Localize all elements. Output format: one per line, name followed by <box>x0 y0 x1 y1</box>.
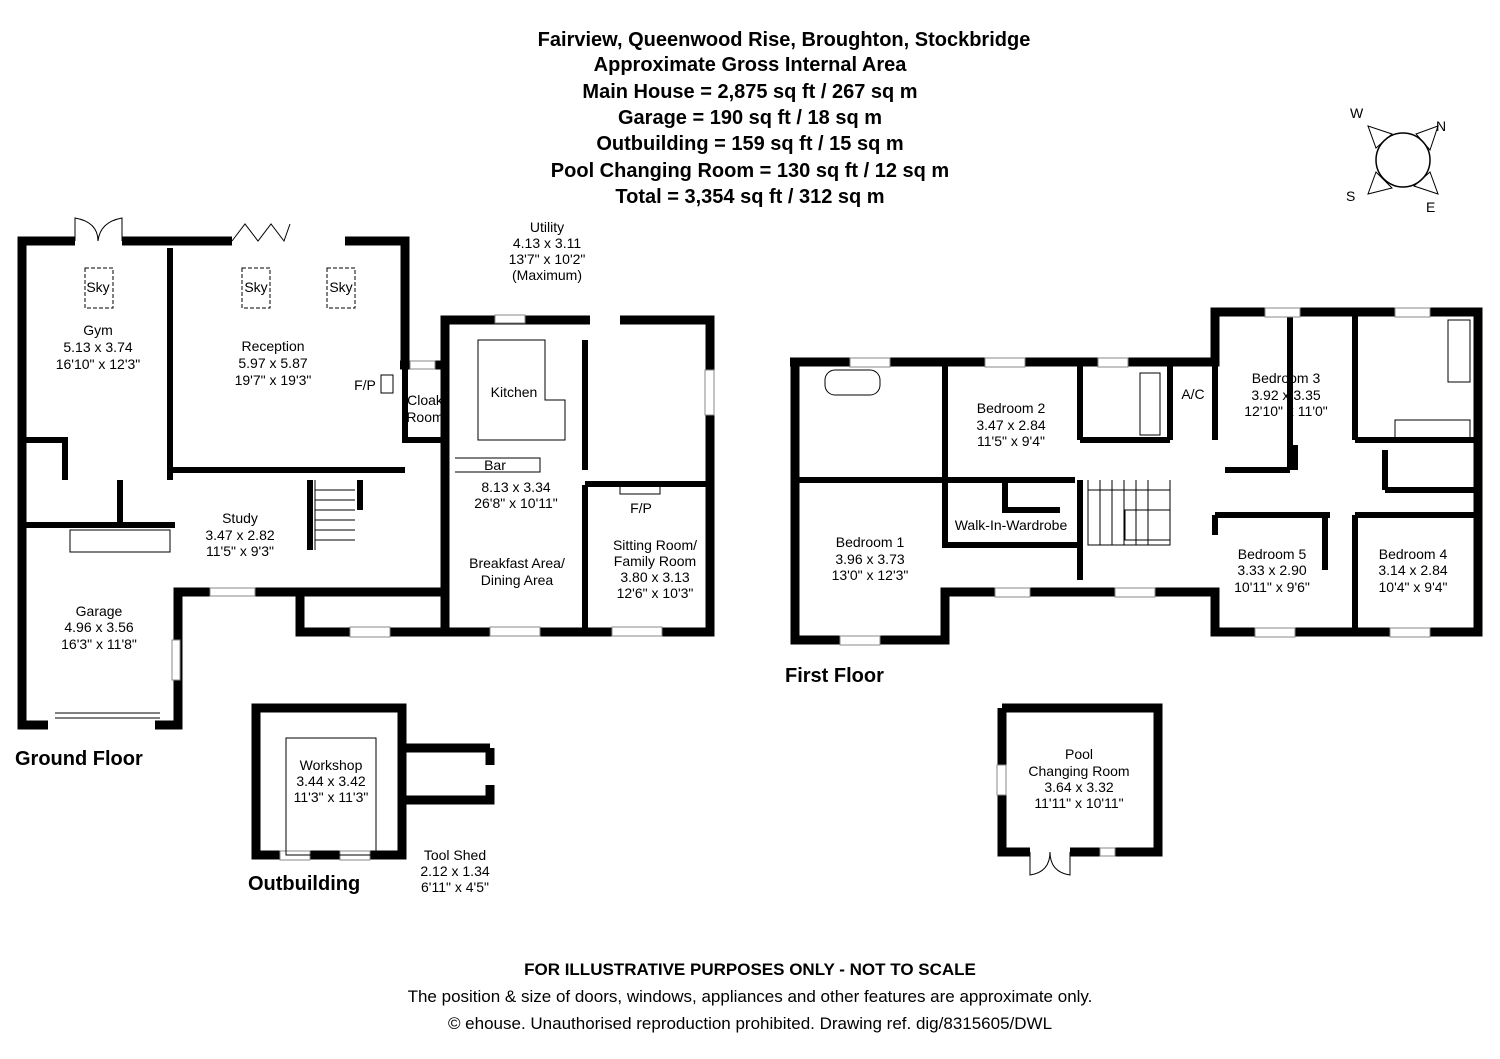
svg-text:3.92 x 3.35: 3.92 x 3.35 <box>1251 387 1320 403</box>
svg-text:16'3" x 11'8": 16'3" x 11'8" <box>61 636 137 652</box>
svg-text:3.47 x 2.82: 3.47 x 2.82 <box>205 527 274 543</box>
svg-text:4.96 x 3.56: 4.96 x 3.56 <box>64 619 133 635</box>
svg-text:16'10" x 12'3": 16'10" x 12'3" <box>56 356 141 372</box>
svg-text:Cloak: Cloak <box>407 392 444 408</box>
svg-text:N: N <box>1436 118 1446 134</box>
svg-text:(Maximum): (Maximum) <box>512 267 582 283</box>
svg-text:12'6" x 10'3": 12'6" x 10'3" <box>617 585 694 601</box>
address-title: Fairview, Queenwood Rise, Broughton, Sto… <box>538 29 1031 51</box>
svg-text:Bedroom 2: Bedroom 2 <box>977 400 1046 416</box>
svg-text:8.13 x 3.34: 8.13 x 3.34 <box>481 479 550 495</box>
svg-text:Bedroom 5: Bedroom 5 <box>1238 546 1307 562</box>
svg-text:3.44 x 3.42: 3.44 x 3.42 <box>296 773 365 789</box>
disclaimer: FOR ILLUSTRATIVE PURPOSES ONLY - NOT TO … <box>524 960 976 979</box>
svg-text:12'10" x 11'0": 12'10" x 11'0" <box>1244 403 1328 419</box>
svg-text:3.14 x 2.84: 3.14 x 2.84 <box>1378 562 1447 578</box>
compass-icon: W N S E <box>1346 105 1446 215</box>
svg-text:6'11" x 4'5": 6'11" x 4'5" <box>421 879 489 895</box>
sky-label: Sky <box>244 279 267 295</box>
svg-text:Tool Shed: Tool Shed <box>424 847 486 863</box>
first-room-labels: Bedroom 2 3.47 x 2.84 11'5" x 9'4" A/C B… <box>785 370 1448 687</box>
area-pool-room: Pool Changing Room = 130 sq ft / 12 sq m <box>551 160 949 182</box>
svg-text:Walk-In-Wardrobe: Walk-In-Wardrobe <box>955 517 1068 533</box>
approximation-note: The position & size of doors, windows, a… <box>408 987 1093 1006</box>
svg-text:5.97 x 5.87: 5.97 x 5.87 <box>238 355 307 371</box>
svg-text:10'4" x 9'4": 10'4" x 9'4" <box>1379 579 1448 595</box>
footer: FOR ILLUSTRATIVE PURPOSES ONLY - NOT TO … <box>408 960 1093 1033</box>
area-garage: Garage = 190 sq ft / 18 sq m <box>618 107 882 129</box>
outbuilding-plan: Workshop 3.44 x 3.42 11'3" x 11'3" Tool … <box>248 703 495 895</box>
svg-text:10'11" x 9'6": 10'11" x 9'6" <box>1234 579 1310 595</box>
svg-text:F/P: F/P <box>354 377 376 393</box>
svg-text:Bedroom 1: Bedroom 1 <box>836 534 905 550</box>
svg-text:A/C: A/C <box>1181 386 1204 402</box>
svg-text:Family Room: Family Room <box>614 553 696 569</box>
svg-text:Pool: Pool <box>1065 746 1093 762</box>
svg-text:3.64 x 3.32: 3.64 x 3.32 <box>1044 779 1113 795</box>
outbuilding-label: Outbuilding <box>248 873 360 895</box>
pool-changing-room-plan: Pool Changing Room 3.64 x 3.32 11'11" x … <box>996 703 1163 876</box>
sky-label: Sky <box>86 279 109 295</box>
svg-text:Changing Room: Changing Room <box>1028 763 1129 779</box>
area-main-house: Main House = 2,875 sq ft / 267 sq m <box>582 81 917 103</box>
svg-text:Dining Area: Dining Area <box>481 572 554 588</box>
svg-text:11'11" x 10'11": 11'11" x 10'11" <box>1034 795 1123 811</box>
header: Fairview, Queenwood Rise, Broughton, Sto… <box>538 29 1031 208</box>
svg-text:26'8" x 10'11": 26'8" x 10'11" <box>474 495 558 511</box>
ground-room-labels: Sky Sky Sky Gym 5.13 x 3.74 16'10" x 12'… <box>15 219 697 770</box>
svg-text:Bedroom 4: Bedroom 4 <box>1379 546 1448 562</box>
svg-text:4.13 x 3.11: 4.13 x 3.11 <box>513 235 581 251</box>
svg-text:Sitting Room/: Sitting Room/ <box>613 537 697 553</box>
svg-text:Utility: Utility <box>530 219 564 235</box>
svg-text:11'5" x 9'3": 11'5" x 9'3" <box>206 543 274 559</box>
ground-floor-plan <box>17 217 715 730</box>
svg-text:Bedroom 3: Bedroom 3 <box>1252 370 1321 386</box>
svg-text:S: S <box>1346 188 1355 204</box>
svg-text:11'3" x 11'3": 11'3" x 11'3" <box>294 789 369 805</box>
svg-text:Reception: Reception <box>241 338 304 354</box>
first-floor-label: First Floor <box>785 665 884 687</box>
svg-text:Workshop: Workshop <box>300 757 363 773</box>
svg-text:Room: Room <box>406 409 443 425</box>
area-outbuilding: Outbuilding = 159 sq ft / 15 sq m <box>596 133 903 155</box>
svg-text:13'0" x 12'3": 13'0" x 12'3" <box>832 567 909 583</box>
svg-text:3.47 x 2.84: 3.47 x 2.84 <box>976 417 1045 433</box>
svg-text:5.13 x 3.74: 5.13 x 3.74 <box>63 339 132 355</box>
svg-text:3.96 x 3.73: 3.96 x 3.73 <box>835 551 904 567</box>
svg-text:Breakfast Area/: Breakfast Area/ <box>469 555 565 571</box>
svg-text:F/P: F/P <box>630 500 652 516</box>
svg-text:Bar: Bar <box>484 457 506 473</box>
svg-text:19'7" x 19'3": 19'7" x 19'3" <box>235 372 312 388</box>
svg-text:E: E <box>1426 199 1435 215</box>
area-total: Total = 3,354 sq ft / 312 sq m <box>615 186 884 208</box>
svg-text:Garage: Garage <box>76 603 123 619</box>
svg-text:Kitchen: Kitchen <box>491 384 538 400</box>
copyright-note: © ehouse. Unauthorised reproduction proh… <box>448 1014 1052 1033</box>
svg-text:11'5" x 9'4": 11'5" x 9'4" <box>977 433 1045 449</box>
svg-text:Gym: Gym <box>83 322 113 338</box>
svg-text:Study: Study <box>222 510 258 526</box>
svg-text:3.33 x 2.90: 3.33 x 2.90 <box>1237 562 1306 578</box>
first-floor-plan <box>790 307 1483 646</box>
svg-text:13'7" x 10'2": 13'7" x 10'2" <box>509 251 586 267</box>
ground-floor-label: Ground Floor <box>15 748 143 770</box>
sky-label: Sky <box>329 279 352 295</box>
area-subtitle: Approximate Gross Internal Area <box>594 54 908 76</box>
svg-text:W: W <box>1350 105 1364 121</box>
svg-text:3.80 x 3.13: 3.80 x 3.13 <box>620 569 689 585</box>
svg-text:2.12 x 1.34: 2.12 x 1.34 <box>420 863 489 879</box>
